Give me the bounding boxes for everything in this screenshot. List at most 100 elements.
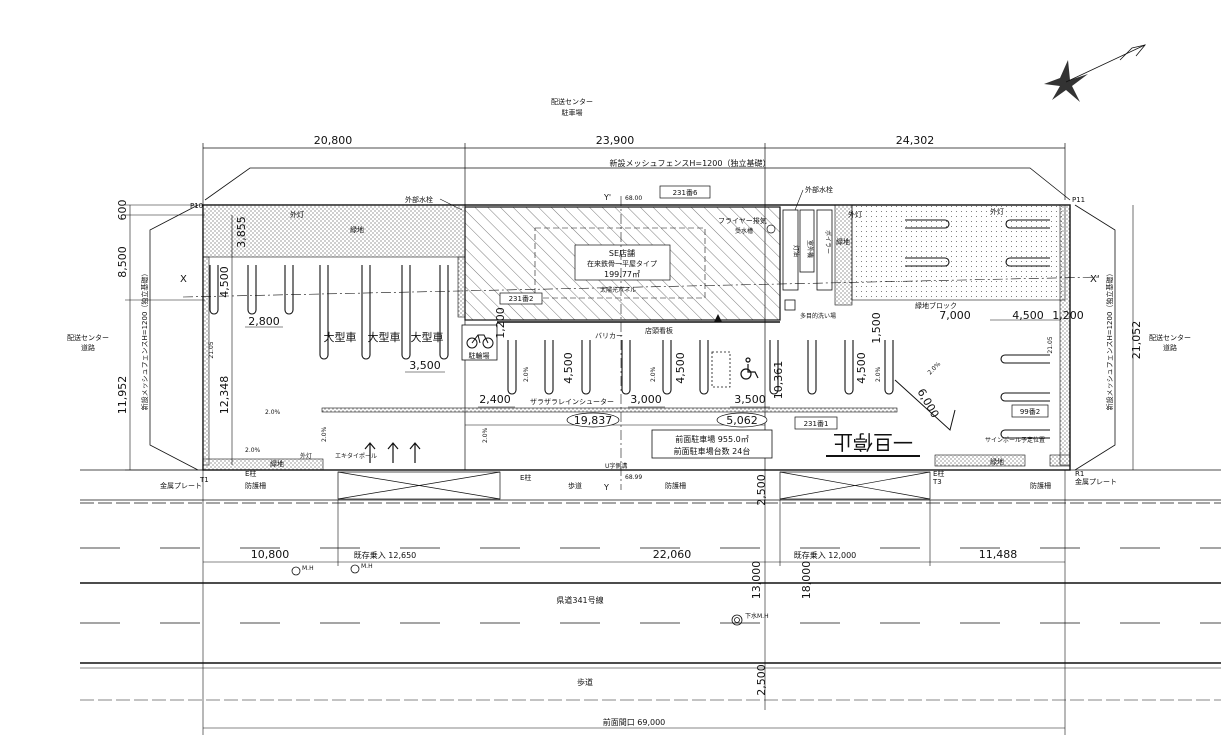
top-dim-1: 20,800	[314, 134, 353, 147]
frontage-label: 前面間口 69,000	[603, 717, 666, 727]
barricade-label: バリカー	[595, 332, 623, 340]
lot-tag-2: 231番2	[509, 295, 534, 303]
building-area: 199.77㎡	[604, 270, 640, 279]
slope-1: 2.0%	[265, 409, 281, 416]
green-label-4: 緑地	[990, 457, 1004, 466]
left-dim-600: 600	[116, 200, 129, 221]
slope-5: 2.0%	[875, 366, 882, 382]
outdoor-faucet-right: 外部水栓	[805, 185, 833, 194]
dim-19837: 19,837	[574, 414, 613, 427]
left-dim-3855: 3,855	[235, 216, 248, 248]
compressor-label: 室外機	[806, 240, 814, 258]
green-block-label: 緑地ブロック	[915, 301, 957, 310]
bike-parking-label: 駐輪場	[469, 351, 490, 360]
lot-tags	[499, 185, 1049, 430]
rain-shooter-gutter	[321, 407, 898, 413]
equipment-block	[782, 209, 833, 311]
slope-7: 2.0%	[482, 427, 489, 443]
marker-t3: T3	[932, 478, 942, 486]
top-area-sub: 駐車場	[562, 108, 583, 117]
right-road-sub: 道路	[1163, 343, 1177, 352]
fence-top-label: 新設メッシュフェンスH=1200（独立基礎）	[610, 158, 771, 168]
dim-4500b: 4,500	[674, 352, 687, 384]
section-lines	[182, 196, 1101, 490]
dim-4500r: 4,500	[1012, 309, 1044, 322]
marker-x: X	[180, 274, 187, 285]
green-label-1: 緑地	[350, 225, 364, 234]
left-dim-12348: 12,348	[218, 376, 231, 415]
manhole-2: M.H	[361, 563, 373, 570]
parking-count-label: 前面駐車場台数 24台	[674, 446, 751, 456]
dim-10361: 10,361	[772, 361, 785, 400]
left-road-sub: 道路	[81, 343, 95, 352]
storage-mid-label: ボイラー	[824, 230, 832, 254]
route-label: 県道341号線	[556, 595, 603, 605]
marker-t1: T1	[199, 476, 209, 484]
lot-tag-3: 231番1	[804, 420, 829, 428]
lot-tag-1: 231番6	[673, 189, 698, 197]
outdoor-light-1: 外灯	[290, 210, 304, 219]
top-dim-2: 23,900	[596, 134, 635, 147]
dim-1200b: 1,200	[1052, 309, 1084, 322]
bottom-dim-10800: 10,800	[251, 548, 290, 561]
slope-3: 2.0%	[523, 366, 530, 382]
lot-tag-4: 99番2	[1020, 408, 1040, 416]
marker-p11: P11	[1072, 196, 1085, 204]
dim-3000: 3,000	[630, 393, 662, 406]
guard-rail-2: 防護柵	[665, 481, 686, 490]
storage-left-label: 灯油	[792, 245, 800, 257]
dim-1500: 1,500	[870, 312, 883, 344]
slope-2: 2.0%	[321, 426, 328, 442]
dim-2400: 2,400	[479, 393, 511, 406]
marker-xp: X'	[1090, 274, 1100, 285]
sidewalk-label-1: 歩道	[568, 481, 582, 490]
wheelchair-icon	[740, 357, 759, 380]
elevation-2: 68.99	[625, 474, 642, 481]
dim-6000: 6,000	[915, 386, 942, 420]
manhole-icons	[291, 564, 743, 626]
e-pole-3: E柱	[933, 469, 944, 478]
culvert-label: U字側溝	[605, 462, 627, 470]
bottom-dim-2500a: 2,500	[755, 474, 768, 506]
manhole-1: M.H	[302, 565, 314, 572]
sign-pole-label: サインポール予定位置	[985, 436, 1045, 444]
bicycle-icon	[466, 334, 494, 349]
sidewalk-label-2: 歩道	[577, 677, 593, 687]
dim-7000: 7,000	[939, 309, 971, 322]
right-road-name: 配送センター	[1149, 333, 1191, 342]
bottom-dim-13000: 13,000	[750, 561, 763, 600]
parking-info-box	[651, 429, 773, 459]
building-type: 在来鉄骨一平屋タイプ	[587, 259, 657, 268]
rain-shooter-label: ザラザラレインシューター	[530, 397, 614, 406]
shop-sign-label: 店頭看板	[645, 326, 673, 335]
outdoor-light-bottom: 外灯	[300, 452, 312, 460]
existing-entry-1: 既存乗入 12,650	[354, 550, 417, 560]
left-road-name: 配送センター	[67, 333, 109, 342]
fryer-label: フライヤー排気	[718, 216, 767, 225]
dim-4500c: 4,500	[855, 352, 868, 384]
outdoor-faucet-left: 外部水栓	[405, 195, 433, 204]
dim-5062: 5,062	[726, 414, 758, 427]
marker-yp: Y'	[603, 193, 611, 202]
dim-2800: 2,800	[248, 315, 280, 328]
inner-dimension-lines	[245, 319, 1060, 426]
top-dim-3: 24,302	[896, 134, 935, 147]
slope-4: 2.0%	[650, 366, 657, 382]
existing-entry-2: 既存乗入 12,000	[794, 550, 857, 560]
guard-rail-3: 防護柵	[1030, 481, 1051, 490]
outdoor-light-3: 外灯	[990, 207, 1004, 216]
slope-6: 2.0%	[926, 360, 942, 376]
dim-3500a: 3,500	[409, 359, 441, 372]
marker-r1: R1	[1075, 470, 1084, 478]
fence-left-label: 新設メッシュフェンスH=1200（独立基礎）	[140, 270, 149, 411]
left-dim-4500: 4,500	[218, 266, 231, 298]
building-label-box	[574, 244, 671, 281]
storage-label: 受水槽	[735, 227, 753, 235]
manhole-3: 下水M.H	[745, 612, 769, 620]
guard-rail-1: 防護柵	[245, 481, 266, 490]
e-pole-2: E柱	[520, 473, 531, 482]
fence-outline	[149, 167, 1116, 471]
road-lanes	[80, 547, 1221, 701]
bottom-dimension-lines	[202, 470, 1066, 735]
